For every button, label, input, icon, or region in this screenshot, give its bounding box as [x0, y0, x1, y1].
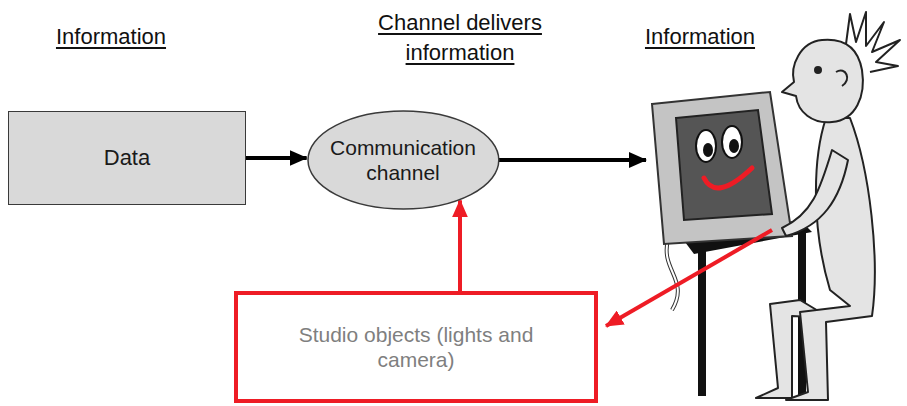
monitor-cable [667, 240, 678, 310]
channel-ellipse: Communication channel [307, 110, 500, 210]
person-eye [815, 67, 821, 73]
computer-monitor [652, 92, 792, 310]
monitor-screen [676, 110, 772, 220]
screen-pupil [729, 139, 739, 153]
data-box: Data [8, 111, 246, 205]
studio-box: Studio objects (lights and camera) [234, 291, 598, 403]
person-ear [836, 71, 847, 86]
screen-eye [696, 130, 716, 162]
delivery-arrow [498, 158, 646, 162]
heading-label: Information [600, 22, 800, 52]
flow-arrow [458, 200, 462, 291]
person-head [782, 40, 863, 122]
node-label: Studio objects (lights and camera) [291, 322, 541, 372]
person [756, 12, 900, 400]
node-label: Data [104, 145, 150, 171]
ellipse-shape [308, 111, 499, 209]
screen-eye [722, 126, 742, 158]
person-arm [782, 150, 848, 236]
flow-arrow [246, 156, 307, 160]
feedback-arrow [606, 230, 772, 326]
monitor-case [652, 92, 792, 244]
heading-label: Channel delivers information [345, 8, 575, 67]
heading-label: Information [11, 22, 211, 52]
monitor-cable [667, 240, 678, 310]
screen-pupil [703, 143, 713, 157]
node-label: Communication channel [328, 135, 478, 185]
ellipse-outline [307, 110, 500, 210]
person-hair [846, 12, 900, 72]
screen-smile [704, 168, 752, 188]
